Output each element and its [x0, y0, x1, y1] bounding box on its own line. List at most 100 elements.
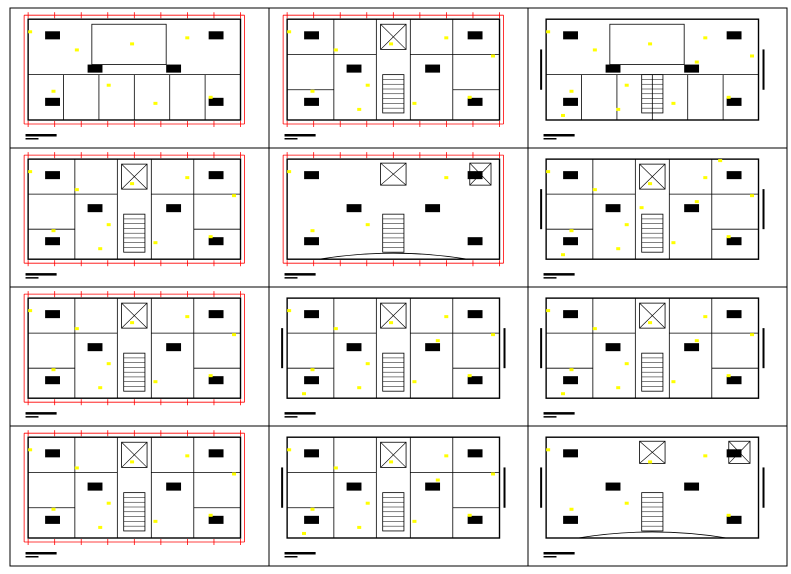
annotation-mark	[310, 368, 315, 372]
annotation-mark	[546, 170, 551, 174]
title-block-bar	[284, 552, 316, 555]
facade-curve	[318, 252, 468, 260]
annotation-mark	[51, 368, 56, 372]
exterior-wall	[286, 436, 501, 539]
title-block-bar	[25, 134, 57, 137]
annotation-mark	[106, 83, 111, 87]
sheet-grid	[9, 7, 788, 567]
annotation-mark	[74, 466, 79, 470]
title-block-bar	[543, 134, 575, 137]
light-well-cross	[121, 163, 148, 190]
annotation-mark	[569, 89, 574, 93]
annotation-mark	[703, 36, 708, 40]
section-marker	[503, 467, 506, 508]
furniture	[304, 97, 319, 106]
annotation-mark	[694, 60, 699, 64]
title-block-bar	[543, 552, 575, 555]
furniture	[304, 376, 319, 385]
furniture	[425, 204, 441, 213]
exterior-wall	[27, 436, 242, 539]
exterior-wall	[286, 18, 501, 121]
annotation-mark	[98, 525, 103, 529]
annotation-mark	[389, 460, 394, 464]
annotation-mark	[74, 188, 79, 192]
furniture	[304, 237, 319, 246]
annotation-mark	[726, 95, 731, 99]
title-block-bar	[284, 412, 316, 415]
title-block-bar	[284, 277, 298, 279]
annotation-mark	[365, 83, 370, 87]
furniture	[45, 449, 60, 458]
annotation-mark	[624, 223, 629, 227]
furniture	[467, 31, 483, 40]
annotation-mark	[560, 113, 565, 117]
annotation-mark	[232, 472, 237, 476]
furniture	[605, 482, 621, 491]
furniture	[346, 64, 362, 73]
light-well-cross	[639, 302, 666, 329]
light-well-cross	[121, 302, 148, 329]
light-well	[380, 441, 407, 468]
annotation-mark	[130, 460, 135, 464]
annotation-mark	[648, 182, 653, 186]
furniture	[467, 171, 483, 180]
facade-curve	[577, 531, 727, 539]
furniture	[45, 31, 60, 40]
furniture	[166, 204, 182, 213]
floor-plan-p2	[282, 12, 504, 140]
furniture	[45, 171, 60, 180]
section-marker	[540, 189, 543, 230]
annotation-mark	[412, 519, 417, 523]
exterior-wall	[545, 158, 760, 260]
annotation-mark	[232, 333, 237, 337]
annotation-mark	[153, 380, 158, 384]
annotation-mark	[287, 30, 292, 34]
furniture	[467, 97, 483, 106]
annotation-mark	[491, 333, 496, 337]
annotation-mark	[703, 315, 708, 319]
furniture	[684, 482, 700, 491]
exterior-wall	[286, 297, 501, 399]
light-well	[639, 302, 666, 329]
annotation-mark	[333, 466, 338, 470]
furniture	[425, 343, 441, 352]
annotation-mark	[153, 101, 158, 105]
annotation-mark	[703, 176, 708, 180]
furniture	[208, 310, 224, 319]
title-block-bar	[284, 273, 316, 276]
annotation-mark	[287, 309, 292, 313]
annotation-mark	[310, 229, 315, 233]
furniture	[467, 310, 483, 319]
annotation-mark	[726, 513, 731, 517]
furniture	[208, 237, 224, 246]
annotation-mark	[106, 501, 111, 505]
furniture	[726, 237, 742, 246]
section-marker	[540, 328, 543, 369]
furniture	[605, 64, 621, 73]
annotation-mark	[208, 513, 213, 517]
annotation-mark	[671, 380, 676, 384]
annotation-mark	[592, 327, 597, 331]
furniture	[87, 64, 103, 73]
furniture	[684, 204, 700, 213]
furniture	[87, 343, 103, 352]
furniture	[45, 97, 60, 106]
furniture	[467, 449, 483, 458]
annotation-mark	[130, 42, 135, 46]
annotation-mark	[694, 200, 699, 204]
furniture	[208, 97, 224, 106]
furniture	[304, 449, 319, 458]
annotation-mark	[301, 392, 306, 396]
section-marker	[762, 328, 765, 369]
furniture	[208, 449, 224, 458]
furniture	[563, 31, 578, 40]
annotation-mark	[51, 507, 56, 511]
title-block-bar	[543, 277, 557, 279]
annotation-mark	[467, 513, 472, 517]
annotation-mark	[153, 519, 158, 523]
annotation-mark	[357, 107, 362, 111]
annotation-mark	[444, 454, 449, 458]
light-well	[121, 163, 148, 190]
annotation-mark	[444, 36, 449, 40]
light-well-cross	[121, 442, 148, 468]
